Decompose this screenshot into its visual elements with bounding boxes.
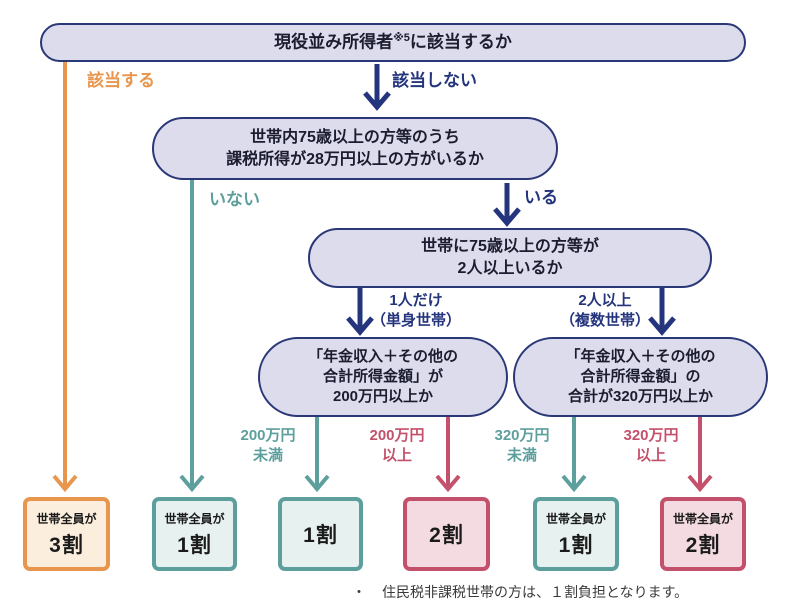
result-prefix: 世帯全員が bbox=[545, 511, 606, 526]
label-line: 以上 bbox=[635, 447, 666, 465]
result-value: 1割 bbox=[558, 533, 594, 557]
footnote-bullet: ・ bbox=[352, 584, 366, 600]
question-income-320: 「年金収入＋その他の 合計所得金額」の 合計が320万円以上か bbox=[513, 337, 768, 417]
question-line: 「年金収入＋その他の bbox=[307, 347, 458, 365]
arrow-two-plus bbox=[648, 288, 676, 336]
arrow-over-320 bbox=[687, 417, 713, 493]
label-line: 未満 bbox=[506, 447, 537, 465]
question-line: 合計所得金額」が bbox=[322, 367, 443, 385]
label-none: いない bbox=[209, 190, 260, 209]
arrow-one-person bbox=[346, 288, 374, 336]
result-box-all-10pct-left: 世帯全員が 1割 bbox=[152, 497, 237, 571]
arrow-none bbox=[179, 180, 205, 493]
arrow-applies bbox=[52, 62, 78, 493]
question-line: 「年金収入＋その他の bbox=[565, 347, 716, 365]
question-active-income: 現役並み所得者※5に該当するか bbox=[40, 23, 746, 62]
label-line: （単身世帯） bbox=[370, 312, 462, 330]
footnote-ref: ※5 bbox=[393, 31, 410, 44]
result-prefix: 世帯全員が bbox=[164, 511, 225, 526]
result-prefix: 世帯全員が bbox=[36, 511, 97, 526]
result-value: 3割 bbox=[49, 533, 84, 557]
label-line: 320万円 bbox=[494, 427, 550, 444]
question-income-200: 「年金収入＋その他の 合計所得金額」が 200万円以上か bbox=[258, 337, 508, 417]
label-exists: いる bbox=[524, 188, 558, 207]
label-line: 1人だけ bbox=[389, 292, 443, 309]
label-over-320: 320万円 以上 bbox=[623, 426, 678, 467]
footnote-text: 住民税非課税世帯の方は、１割負担となります。 bbox=[382, 584, 689, 600]
label-line: 200万円 bbox=[369, 427, 425, 444]
footnote-tax-exempt: ・ 住民税非課税世帯の方は、１割負担となります。 bbox=[352, 582, 688, 602]
result-box-20pct: 2割 bbox=[403, 497, 490, 571]
arrow-under-200 bbox=[304, 417, 330, 493]
result-box-10pct: 1割 bbox=[278, 497, 363, 571]
question-active-income-text: 現役並み所得者※5に該当するか bbox=[274, 31, 512, 52]
label-not-applies: 該当しない bbox=[392, 71, 477, 90]
question-two-or-more-members: 世帯に75歳以上の方等が 2人以上いるか bbox=[308, 228, 712, 288]
arrow-over-200 bbox=[435, 417, 461, 493]
result-value: 2割 bbox=[685, 533, 721, 557]
question-line: 世帯に75歳以上の方等が bbox=[421, 238, 599, 256]
label-line: 以上 bbox=[381, 447, 412, 465]
label-line: （複数世帯） bbox=[559, 312, 651, 330]
label-line: 未満 bbox=[252, 447, 283, 465]
question-line: 200万円以上か bbox=[332, 388, 434, 406]
label-over-200: 200万円 以上 bbox=[369, 426, 424, 467]
arrow-not-applies bbox=[363, 64, 391, 111]
question-line: 2人以上いるか bbox=[457, 260, 563, 277]
question-line: 世帯内75歳以上の方等のうち bbox=[250, 128, 460, 146]
result-box-all-30pct: 世帯全員が 3割 bbox=[23, 497, 110, 571]
arrow-under-320 bbox=[561, 417, 587, 493]
label-line: 320万円 bbox=[623, 427, 679, 444]
question-taxable-income-28: 世帯内75歳以上の方等のうち 課税所得が28万円以上の方がいるか bbox=[152, 117, 558, 180]
question-line: 合計所得金額」の bbox=[580, 367, 701, 385]
question-line: 課税所得が28万円以上の方がいるか bbox=[226, 150, 484, 168]
result-value: 1割 bbox=[177, 533, 212, 557]
result-value: 2割 bbox=[429, 524, 464, 547]
result-box-all-20pct: 世帯全員が 2割 bbox=[660, 497, 746, 571]
label-two-plus: 2人以上 （複数世帯） bbox=[560, 291, 650, 332]
label-under-320: 320万円 未満 bbox=[494, 426, 549, 467]
label-under-200: 200万円 未満 bbox=[240, 426, 295, 467]
arrow-exists bbox=[493, 183, 521, 227]
result-value: 1割 bbox=[303, 524, 338, 547]
result-prefix: 世帯全員が bbox=[672, 511, 733, 526]
label-line: 2人以上 bbox=[578, 292, 632, 309]
label-one-person: 1人だけ （単身世帯） bbox=[371, 291, 461, 332]
question-line: 合計が320万円以上か bbox=[567, 388, 714, 406]
label-line: 200万円 bbox=[240, 427, 296, 444]
result-box-all-10pct-right: 世帯全員が 1割 bbox=[533, 497, 619, 571]
label-applies: 該当する bbox=[87, 71, 155, 90]
